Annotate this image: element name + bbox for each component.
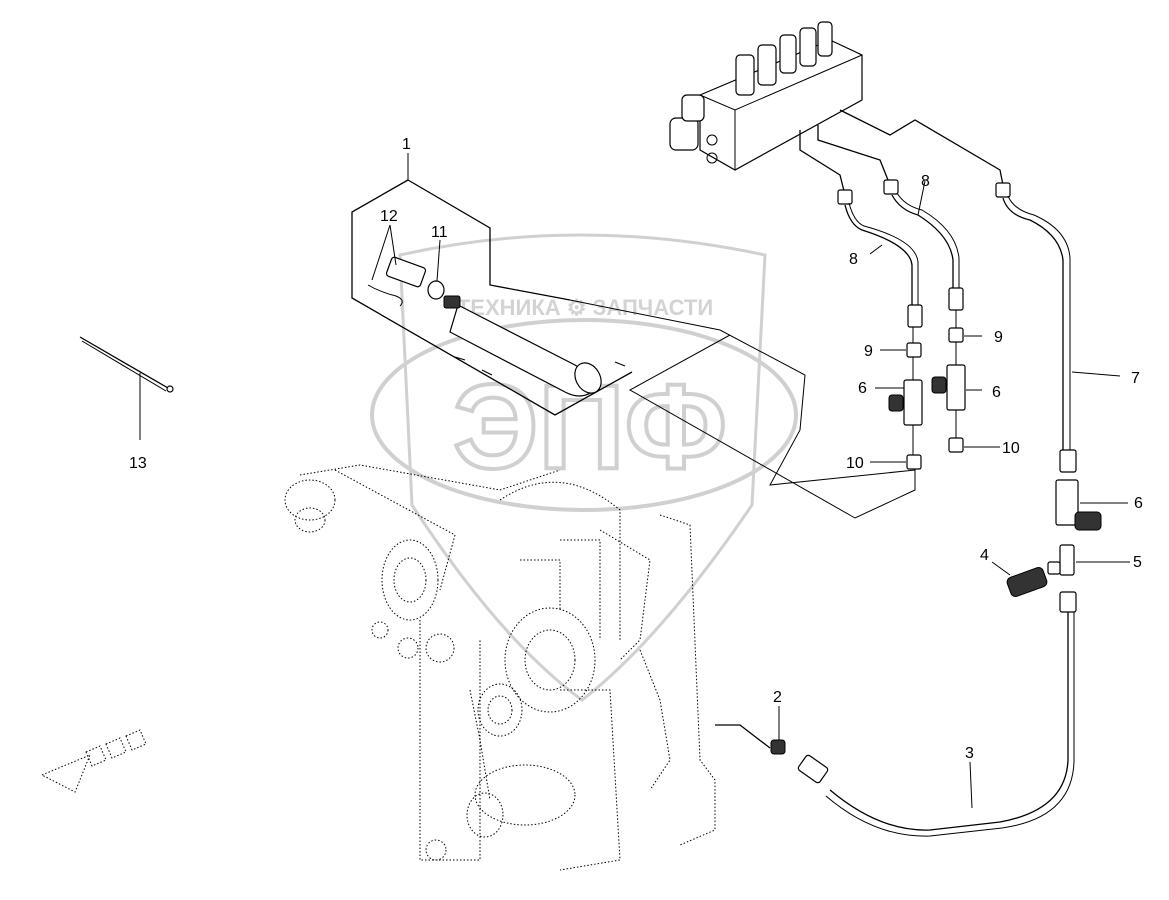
watermark-top-text: ТЕХНИКА ⚙ ЗАПЧАСТИ — [457, 295, 713, 320]
callout-1: 1 — [402, 136, 411, 153]
hose-8-left — [837, 189, 923, 328]
valve-block — [669, 21, 863, 171]
watermark: ТЕХНИКА ⚙ ЗАПЧАСТИ ЭПФ — [370, 233, 798, 702]
fitting-group-middle — [931, 310, 966, 453]
cable-tie — [79, 336, 174, 440]
fitting-group-right — [1006, 479, 1102, 613]
callout-8-right: 8 — [921, 173, 930, 190]
callout-5: 5 — [1133, 554, 1142, 571]
callout-8-left: 8 — [849, 251, 858, 268]
callout-6-left: 6 — [858, 380, 867, 397]
hose-7 — [995, 182, 1077, 473]
callout-6-right: 6 — [1134, 495, 1143, 512]
callout-9-left: 9 — [864, 343, 873, 360]
callout-2: 2 — [773, 689, 782, 706]
cylinder-assembly — [351, 179, 633, 416]
callout-10-right: 10 — [1002, 440, 1020, 457]
leader-lines — [371, 153, 1130, 809]
pipe-lines-upper — [799, 109, 1004, 196]
direction-arrow — [40, 729, 147, 793]
callout-3: 3 — [965, 745, 974, 762]
hose-3 — [715, 612, 1075, 837]
callout-7: 7 — [1131, 370, 1140, 387]
callout-labels: 1 2 3 4 5 6 6 6 7 8 8 9 9 10 10 11 12 13 — [129, 136, 1143, 762]
fitting-group-left — [888, 327, 923, 470]
machine-frame — [284, 464, 716, 871]
callout-10-left: 10 — [846, 455, 864, 472]
callout-12: 12 — [380, 208, 398, 225]
callout-4: 4 — [980, 547, 989, 564]
callout-6-middle: 6 — [992, 384, 1001, 401]
connection-outline — [569, 299, 916, 519]
callout-11: 11 — [431, 224, 448, 241]
callout-9-right: 9 — [994, 329, 1003, 346]
callout-13: 13 — [129, 455, 147, 472]
